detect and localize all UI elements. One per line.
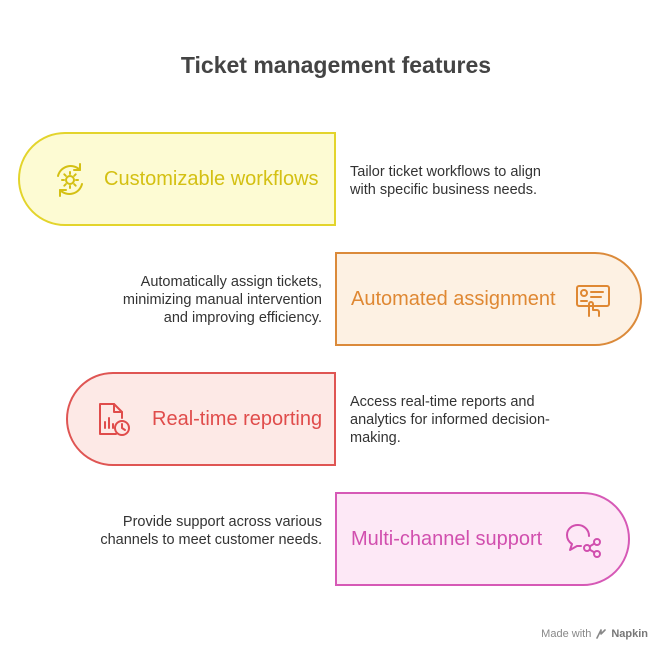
feature-description: Automatically assign tickets, minimizing… [122,274,322,326]
feature-description: Access real-time reports and analytics f… [350,394,550,446]
feature-label: Real-time reporting [152,407,323,430]
feature-label: Multi-channel support [351,527,543,550]
feature-pill-customizable-workflows: Customizable workflows [18,132,336,226]
chat-share-icon [566,524,601,558]
certificate-hand-icon [576,285,610,317]
footer-prefix: Made with [541,628,592,640]
napkin-logo-icon [596,629,607,639]
feature-description: Tailor ticket workflows to align with sp… [350,164,541,198]
gear-refresh-icon [57,163,83,197]
feature-pill-real-time-reporting: Real-time reporting [66,372,336,466]
page-title: Ticket management features [180,52,492,78]
feature-label: Customizable workflows [104,167,319,190]
footer-credit[interactable]: Made with Napkin [541,628,648,640]
feature-description: Provide support across various channels … [100,514,322,548]
feature-label: Automated assignment [351,287,556,310]
feature-pill-automated-assignment: Automated assignment [335,252,642,346]
report-clock-icon [99,403,130,436]
feature-pill-multi-channel-support: Multi-channel support [335,492,630,586]
footer-brand: Napkin [611,628,648,640]
